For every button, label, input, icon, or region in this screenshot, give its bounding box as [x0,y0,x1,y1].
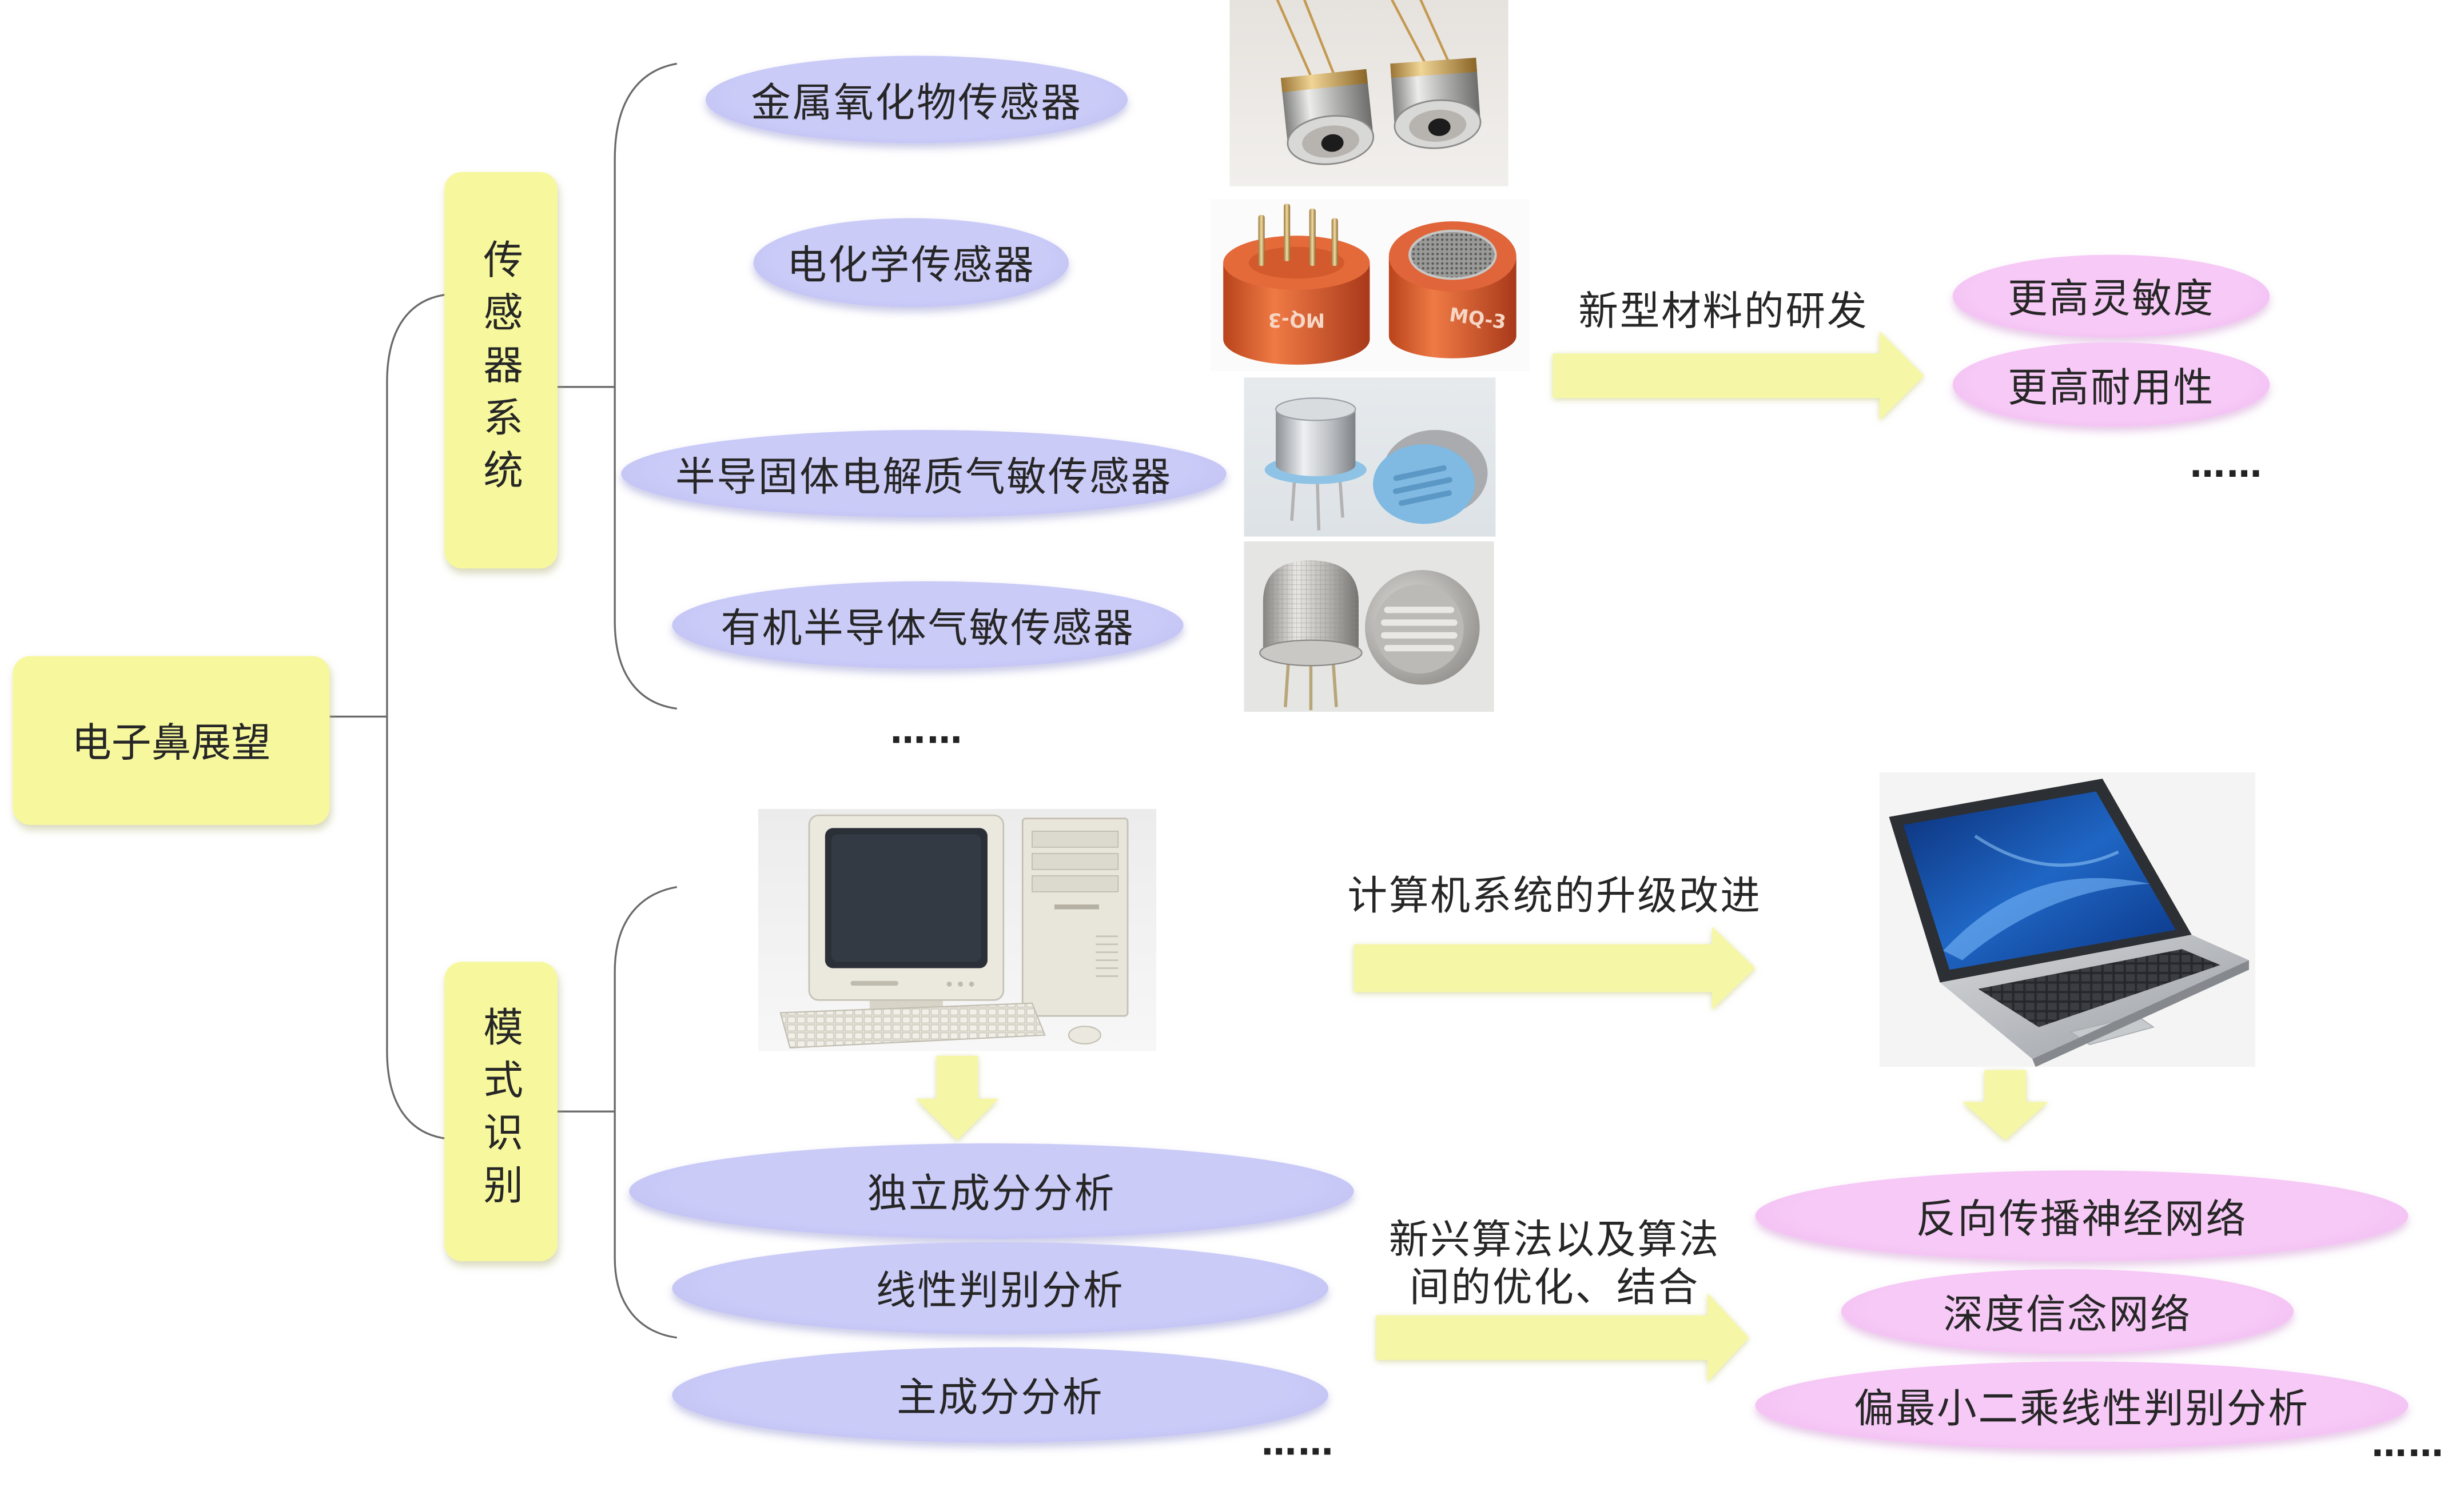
electrochemical-sensor-photo: MQ-3 MQ-3 [1210,199,1529,371]
methods-more: …… [1261,1424,1335,1465]
method-node: 主成分分析 [672,1347,1329,1443]
sensor-goals-more: …… [2190,446,2264,487]
method-node: 线性判别分析 [672,1242,1329,1335]
material-development-label: 新型材料的研发 [1578,288,1869,334]
main-bracket [386,293,447,1140]
mq-sensor-mesh-up: MQ-3 [1388,221,1516,358]
metal-can-sensor [1280,69,1375,165]
laptop-down-arrow [1962,1070,2049,1141]
algorithm-development-label-line: 新兴算法以及算法 [1388,1217,1721,1263]
branch-node-sensor-system: 传感器系统 [444,172,558,569]
method-node: 独立成分分析 [629,1143,1354,1239]
root-node-label: 电子鼻展望 [71,719,271,766]
root-node: 电子鼻展望 [13,656,330,825]
mouse [1068,1026,1101,1044]
pattern-bracket [614,886,678,1339]
mq-sensor-pins-up: MQ-3 [1223,204,1370,365]
desktop-down-arrow [915,1055,999,1141]
sensor-type-node: 半导固体电解质气敏传感器 [621,430,1227,518]
sensor-leads [1276,0,1451,81]
computer-tower [1021,818,1129,1017]
branch-node-pattern-recognition: 模式识别 [444,962,558,1262]
sensor-type-node: 电化学传感器 [753,218,1069,308]
branch-node-label: 模式识别 [477,1006,524,1217]
algorithm-development-label-line: 间的优化、结合 [1410,1264,1700,1311]
material-development-arrow [1553,331,1924,421]
computer-upgrade-label: 计算机系统的升级改进 [1347,872,1762,919]
sensor-type-node: 有机半导体气敏传感器 [672,581,1184,669]
new-method-node: 反向传播神经网络 [1755,1170,2409,1262]
sensor-marking: MQ-3 [1268,309,1325,332]
solid-electrolyte-sensor-photo [1244,377,1496,537]
crt-monitor [808,814,1005,1013]
sensor-types-more: …… [890,712,964,753]
cylinder-sensor [1264,397,1367,531]
branch-node-label: 传感器系统 [477,238,524,502]
laptop-lid [1889,779,2192,983]
keyboard [779,1002,1046,1048]
computer-upgrade-arrow [1354,927,1756,1010]
mesh-cap-sensor [1259,560,1363,711]
metal-oxide-sensor-photo [1229,0,1508,186]
organic-semiconductor-sensor-photo [1244,541,1494,712]
new-method-node: 偏最小二乘线性判别分析 [1755,1361,2409,1449]
sensor-type-node: 金属氧化物传感器 [705,55,1128,143]
metal-can-sensor [1390,57,1482,149]
disc-sensor [1373,430,1488,524]
new-method-node: 深度信念网络 [1841,1269,2294,1354]
laptop-computer-photo [1879,772,2256,1067]
sensor-goal-node: 更高灵敏度 [1952,254,2270,338]
sensor-bracket [614,62,678,710]
new-methods-more: …… [2371,1426,2445,1466]
sensor-goal-node: 更高耐用性 [1952,342,2270,427]
laptop-base [1940,935,2249,1067]
desktop-computer-photo [758,808,1157,1051]
ridged-disc-sensor [1365,570,1480,685]
